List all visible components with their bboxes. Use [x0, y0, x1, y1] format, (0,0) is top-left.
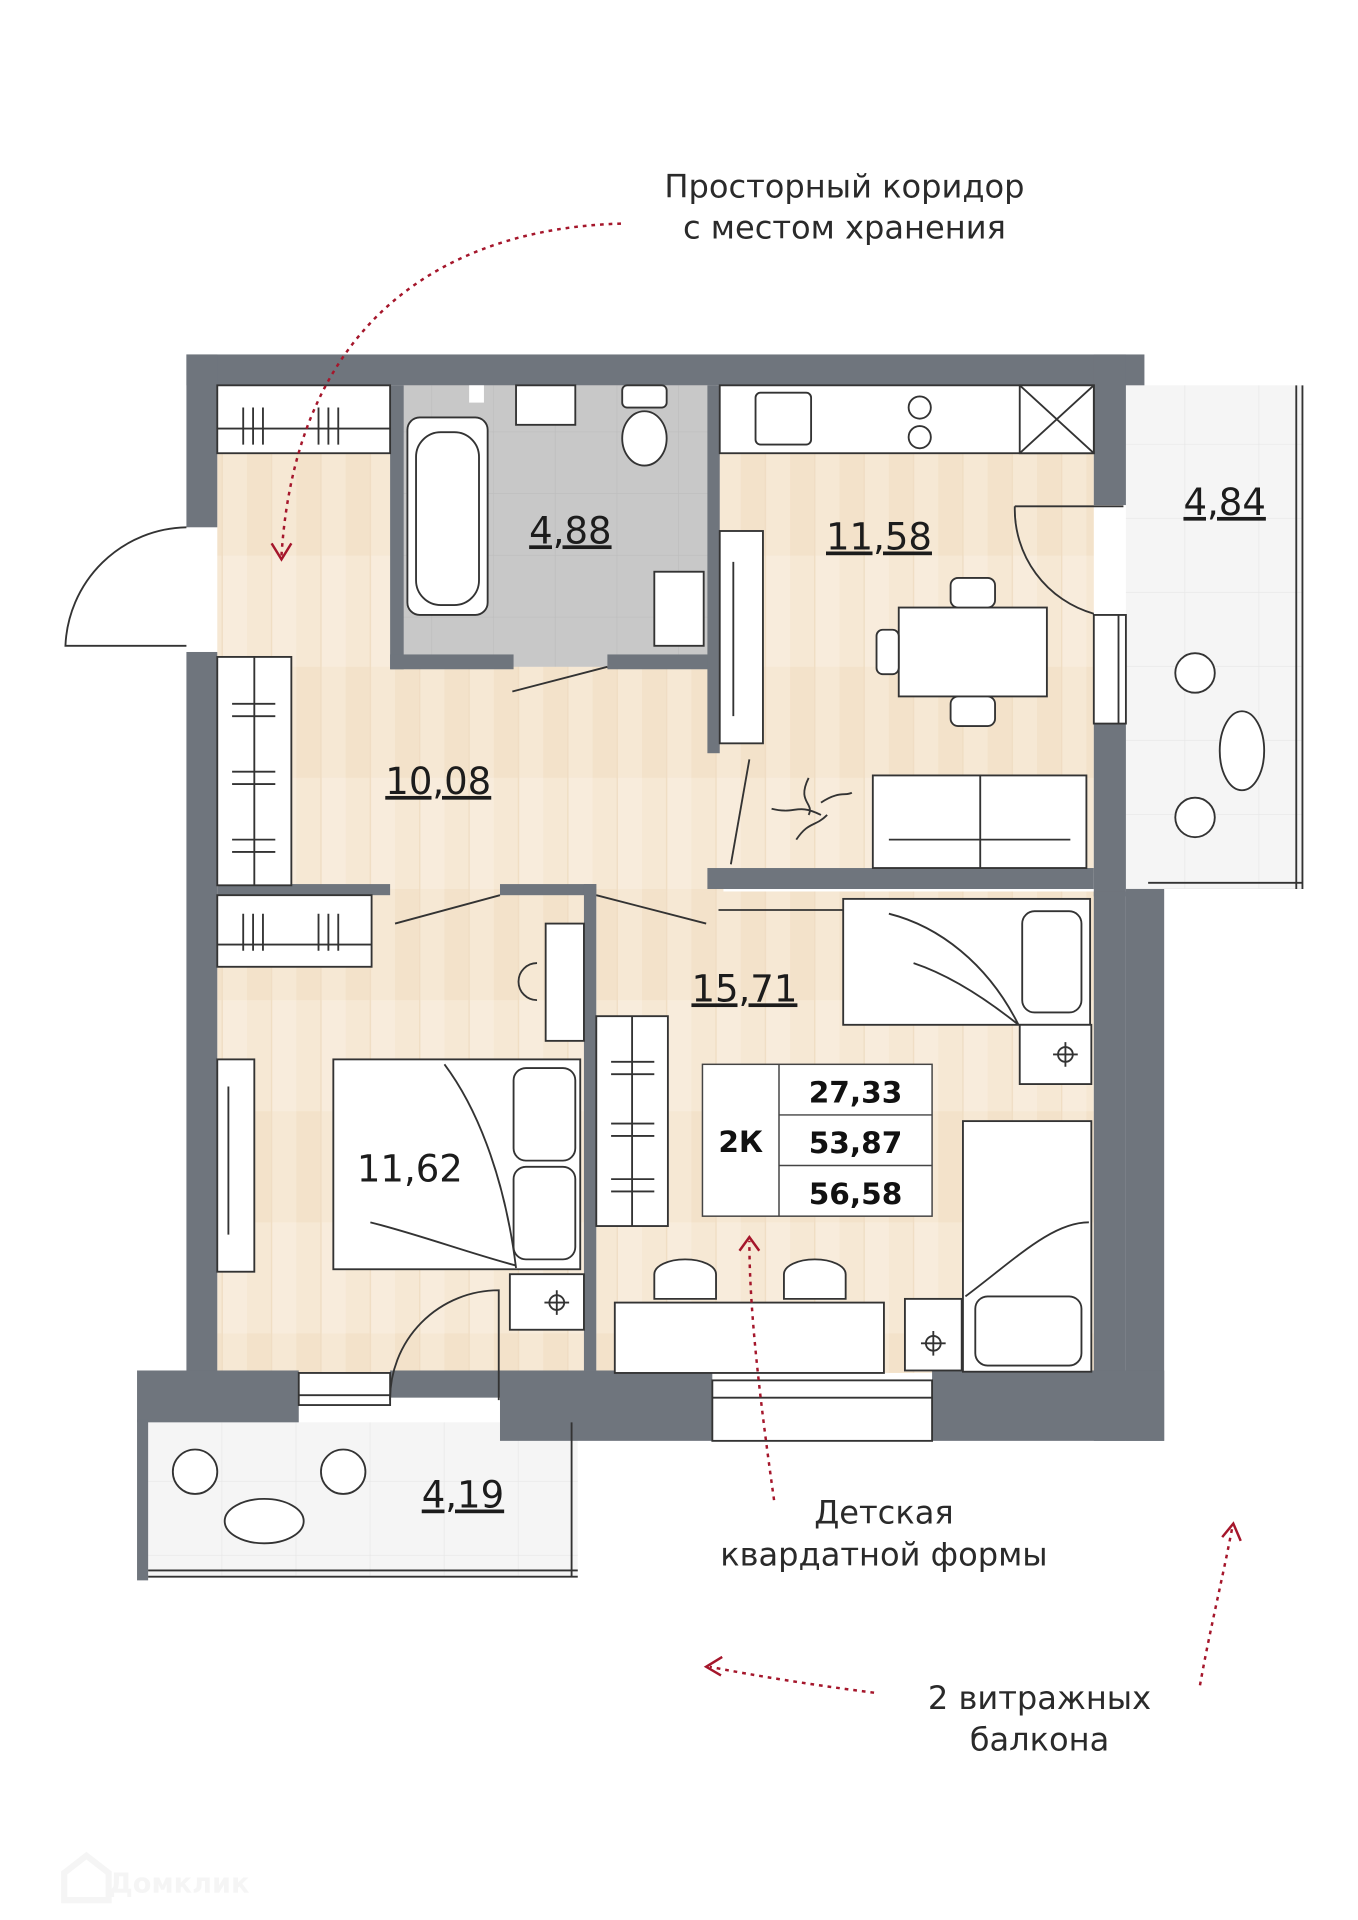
room-area-balcony-south: 4,19: [422, 1474, 504, 1517]
floor-balcony-east: [1125, 385, 1303, 890]
room-area-bathroom: 4,88: [529, 509, 611, 552]
room-area-children: 15,71: [691, 967, 797, 1010]
annotation-balconies-line2: балкона: [970, 1721, 1110, 1759]
room-area-bedroom: 11,62: [357, 1148, 463, 1191]
annotation-balconies-line1: 2 витражных: [928, 1679, 1151, 1717]
area-summary-table: 2К 27,33 53,87 56,58: [701, 1063, 933, 1217]
arrow-balcony-east: [1198, 1528, 1234, 1686]
floor-balcony-south: [148, 1422, 578, 1576]
annotation-children-line1: Детская: [814, 1494, 953, 1532]
total-area: 53,87: [809, 1126, 903, 1160]
annotation-children-line2: квардатной формы: [720, 1536, 1047, 1574]
living-area: 27,33: [809, 1076, 903, 1110]
furniture: [171, 384, 1266, 1545]
walls: [137, 354, 1165, 1581]
arrowhead-icon: [270, 542, 293, 562]
watermark-logo: Домклик: [61, 1851, 250, 1904]
room-labels: 4,88 11,58 4,84 10,08 15,71 11,62 4,19: [357, 481, 1266, 1517]
apartment-type: 2К: [718, 1125, 763, 1159]
annotation-corridor-line2: с местом хранения: [683, 208, 1006, 246]
room-area-hallway: 10,08: [385, 760, 491, 803]
total-area-with-balconies: 56,58: [809, 1177, 903, 1211]
arrowhead-icon: [738, 1235, 761, 1252]
room-area-kitchen: 11,58: [826, 516, 932, 559]
watermark-text: Домклик: [109, 1869, 250, 1900]
arrowhead-icon: [1221, 1521, 1242, 1542]
room-area-balcony-east: 4,84: [1183, 481, 1265, 524]
windows: [148, 385, 1304, 1578]
arrow-balcony-south: [709, 1665, 875, 1694]
doors: [64, 505, 1124, 1401]
arrow-children: [748, 1240, 776, 1501]
arrow-corridor: [280, 222, 622, 556]
annotation-corridor-line1: Просторный коридор: [664, 168, 1024, 206]
annotations: Просторный коридор с местом хранения Дет…: [270, 168, 1242, 1759]
arrowhead-icon: [703, 1655, 723, 1677]
